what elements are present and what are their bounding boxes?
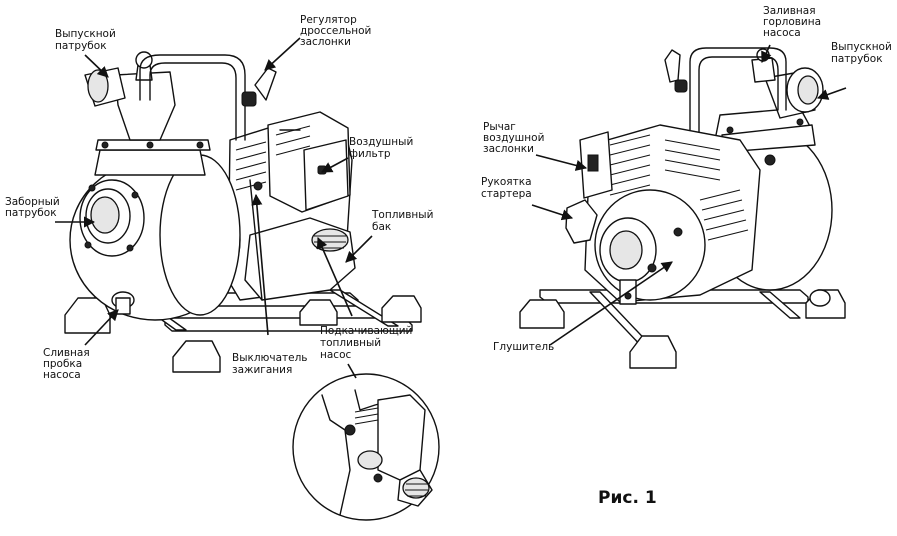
label-muffler: Глушитель: [493, 341, 554, 353]
right-pump-illustration: [519, 47, 846, 369]
left-pump-illustration: [64, 51, 422, 373]
figure-caption: Рис. 1: [598, 488, 657, 508]
primer-detail-inset: [292, 373, 440, 521]
leader-lines: [55, 37, 847, 379]
